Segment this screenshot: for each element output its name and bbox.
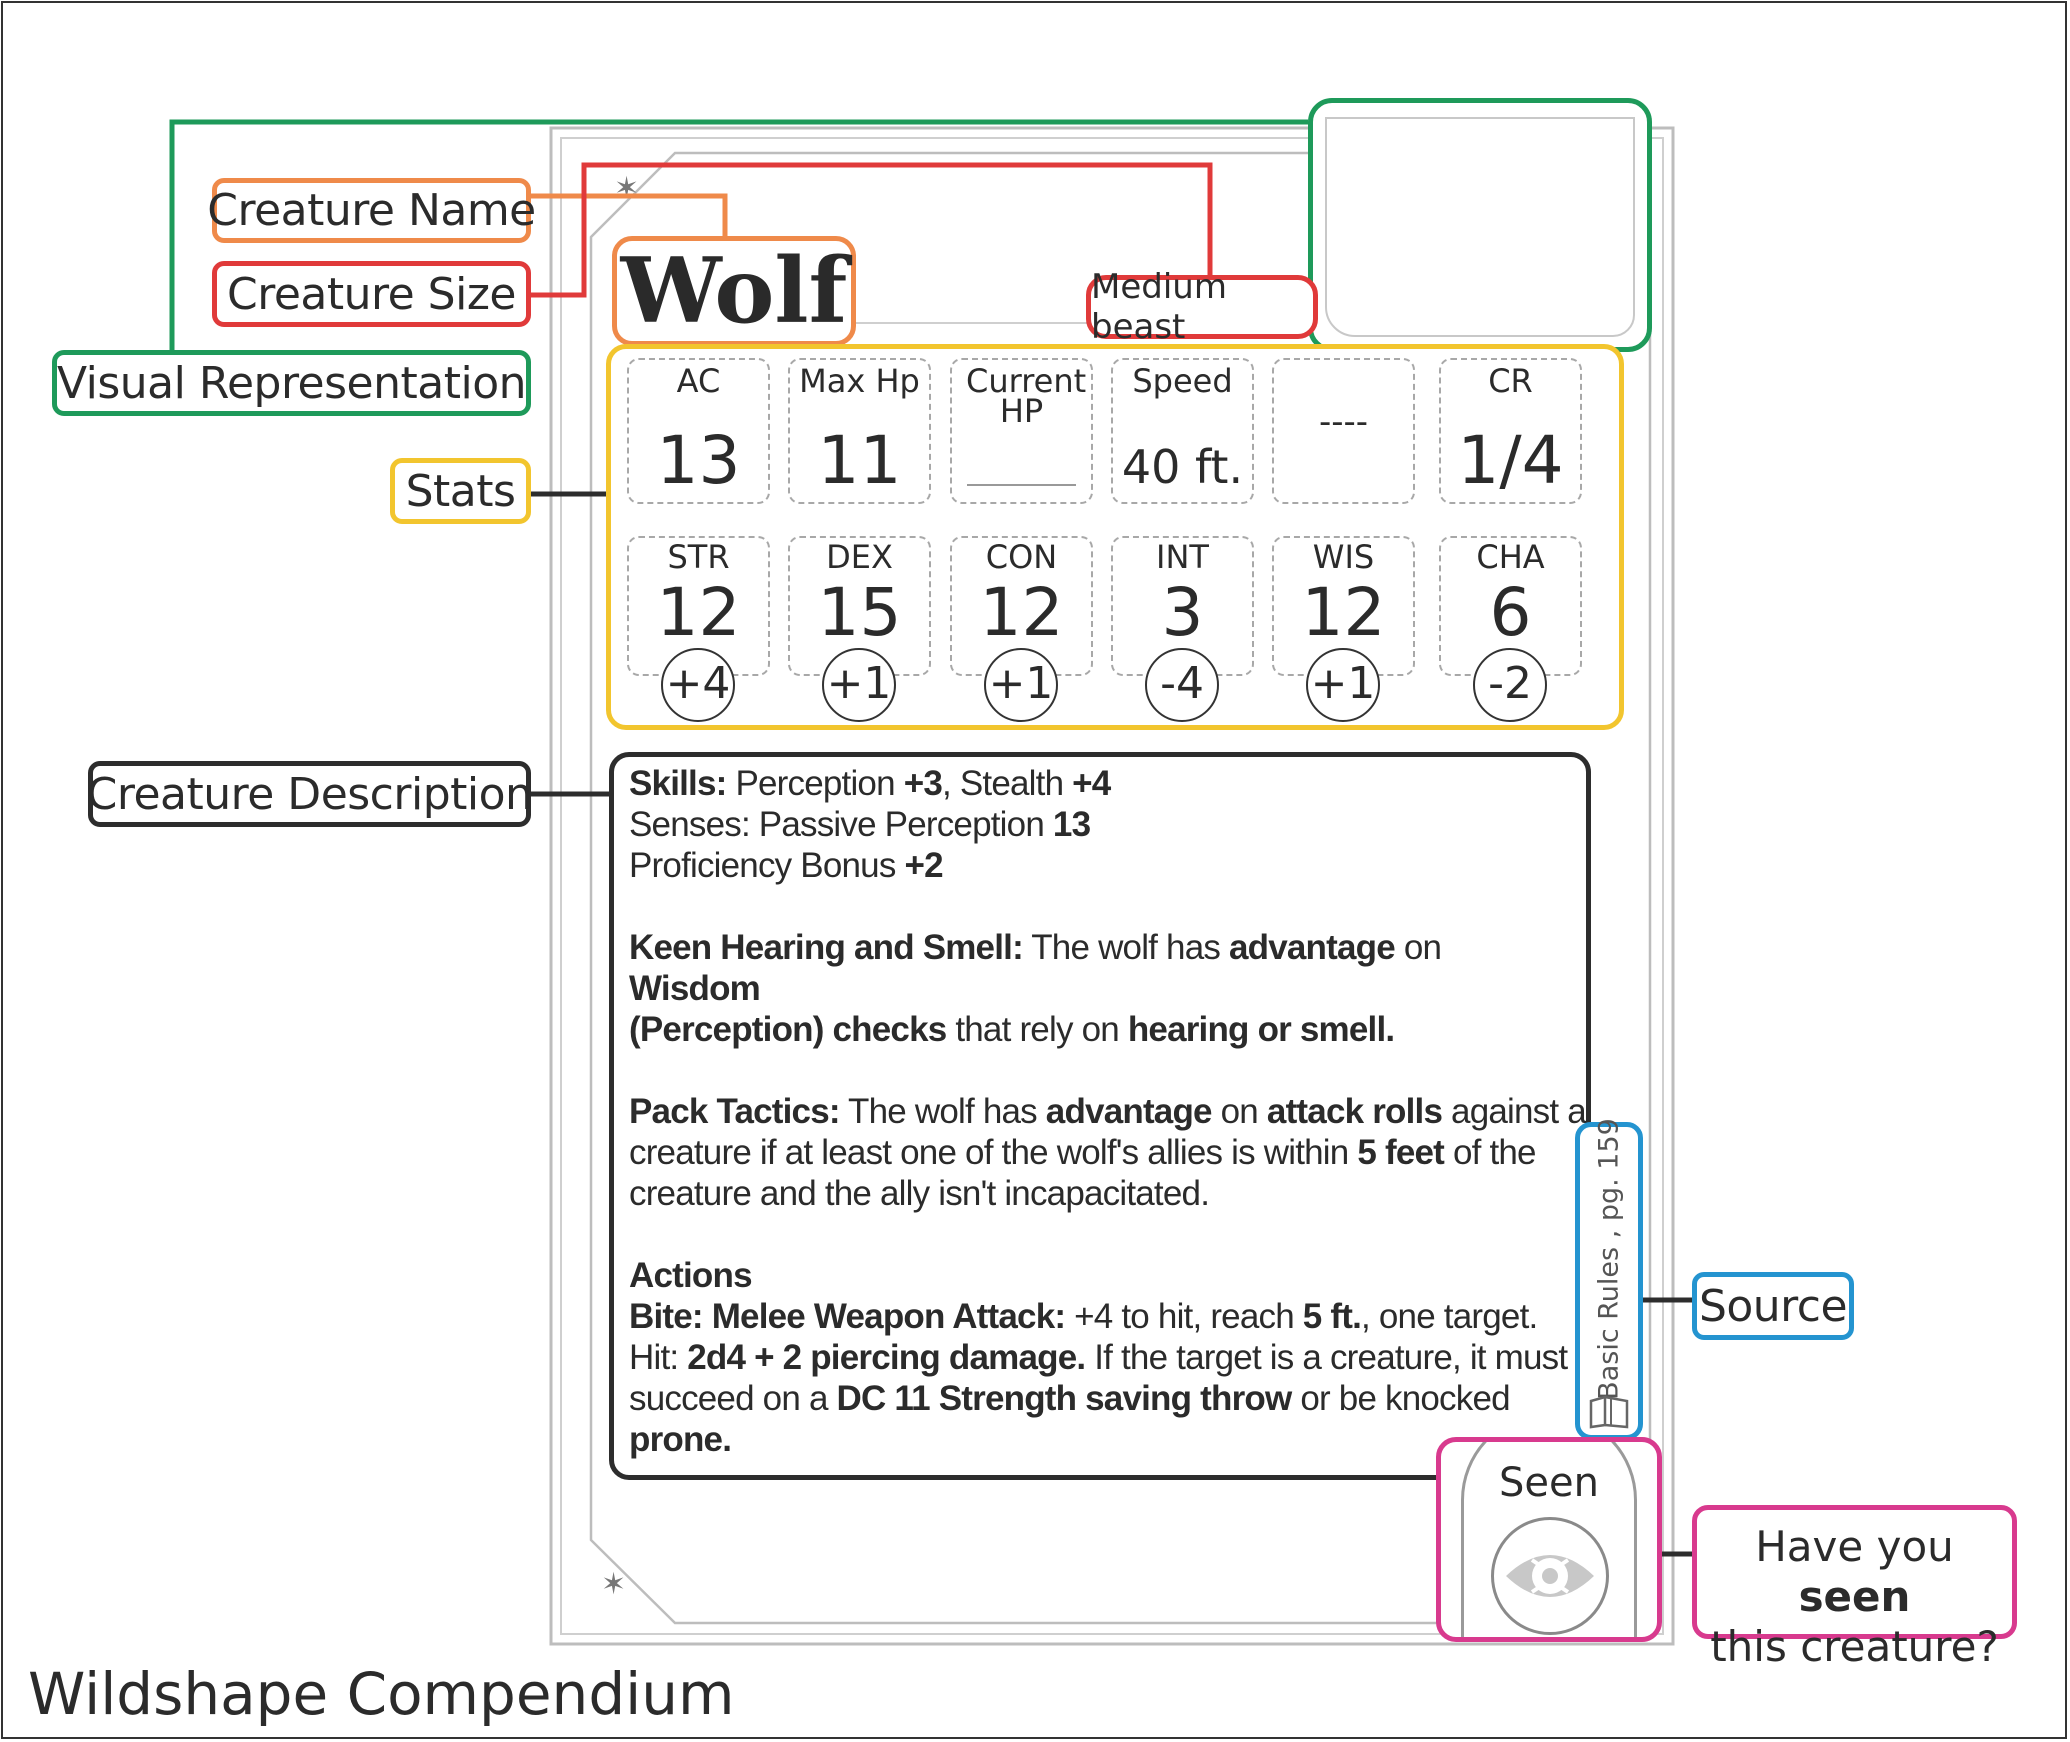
ability-label: WIS bbox=[1312, 538, 1375, 576]
stat-label: Max Hp bbox=[799, 362, 920, 400]
seen-toggle-frame[interactable] bbox=[1461, 1442, 1637, 1637]
ability-modifier: -2 bbox=[1473, 648, 1547, 722]
trait-pack-tactics: Pack Tactics: The wolf has advantage on … bbox=[629, 1092, 1586, 1213]
current-hp-input-line[interactable] bbox=[967, 484, 1076, 486]
ability-label: STR bbox=[667, 538, 730, 576]
stat-label: Current HP bbox=[966, 362, 1087, 430]
ability-wis: WIS 12 bbox=[1272, 536, 1415, 676]
stat-label: CR bbox=[1488, 362, 1533, 400]
visual-representation-box bbox=[1308, 98, 1652, 352]
callout-creature-size: Creature Size bbox=[212, 261, 531, 327]
senses-line: Senses: Passive Perception 13 bbox=[629, 805, 1091, 844]
ability-score: 6 bbox=[1489, 574, 1532, 651]
star-corner-icon: ✶ bbox=[614, 171, 639, 206]
creature-name-box: Wolf bbox=[612, 236, 856, 346]
ability-label: CHA bbox=[1476, 538, 1545, 576]
callout-creature-name: Creature Name bbox=[207, 178, 536, 243]
stat-label: AC bbox=[676, 362, 721, 400]
creature-size: Medium beast bbox=[1091, 267, 1227, 347]
ability-score: 12 bbox=[1301, 574, 1386, 651]
ability-modifier: +4 bbox=[661, 648, 735, 722]
ability-label: DEX bbox=[826, 538, 893, 576]
stat-value: 40 ft. bbox=[1121, 440, 1244, 494]
callout-creature-description: Creature Description bbox=[87, 761, 533, 827]
actions-heading: Actions bbox=[629, 1256, 753, 1295]
callout-visual-representation: Visual Representation bbox=[52, 350, 531, 416]
image-placeholder bbox=[1325, 117, 1635, 337]
source-box: Basic Rules , pg. 159 bbox=[1575, 1118, 1643, 1440]
book-icon bbox=[1589, 1395, 1629, 1429]
star-corner-icon: ✶ bbox=[601, 1567, 626, 1602]
creature-name: Wolf bbox=[620, 238, 848, 344]
ability-modifier: -4 bbox=[1145, 648, 1219, 722]
stat-value: 1/4 bbox=[1457, 422, 1564, 499]
callout-source: Source bbox=[1692, 1272, 1854, 1340]
source-text: Basic Rules , pg. 159 bbox=[1593, 1118, 1625, 1400]
skills-line: Skills: Perception +3, Stealth +4 bbox=[629, 764, 1111, 803]
ability-modifier: +1 bbox=[984, 648, 1058, 722]
stat-blank: ---- bbox=[1272, 358, 1415, 504]
callout-seen-question: Have you seen this creature? bbox=[1692, 1505, 2017, 1671]
trait-keen-hearing: Keen Hearing and Smell: The wolf has adv… bbox=[629, 928, 1442, 1049]
proficiency-line: Proficiency Bonus +2 bbox=[629, 846, 944, 885]
ability-label: CON bbox=[985, 538, 1058, 576]
creature-description: Skills: Perception +3, Stealth +4 Senses… bbox=[609, 752, 1591, 1480]
compendium-title: Wildshape Compendium bbox=[28, 1660, 735, 1728]
stat-value: ---- bbox=[1318, 402, 1369, 442]
callout-stats: Stats bbox=[390, 458, 531, 524]
eye-icon bbox=[1506, 1555, 1594, 1597]
seen-box: Seen bbox=[1436, 1437, 1662, 1642]
ability-score: 12 bbox=[979, 574, 1064, 651]
ability-score: 12 bbox=[656, 574, 741, 651]
stat-max-hp: Max Hp 11 bbox=[788, 358, 931, 504]
action-bite: Bite: Melee Weapon Attack: +4 to hit, re… bbox=[629, 1297, 1568, 1459]
seen-toggle[interactable] bbox=[1491, 1517, 1609, 1635]
ability-modifier: +1 bbox=[822, 648, 896, 722]
stat-label: Speed bbox=[1132, 362, 1233, 400]
ability-modifier: +1 bbox=[1306, 648, 1380, 722]
seen-question-line1: Have you seen bbox=[1755, 1522, 1954, 1621]
stat-value: 13 bbox=[656, 422, 741, 499]
ability-score: 15 bbox=[817, 574, 902, 651]
seen-question-line2: this creature? bbox=[1710, 1622, 1999, 1671]
stat-speed: Speed 40 ft. bbox=[1111, 358, 1254, 504]
stat-current-hp[interactable]: Current HP bbox=[950, 358, 1093, 504]
stat-ac: AC 13 bbox=[627, 358, 770, 504]
seen-label: Seen bbox=[1499, 1460, 1599, 1506]
stat-cr: CR 1/4 bbox=[1439, 358, 1582, 504]
stat-value: 11 bbox=[817, 422, 902, 499]
ability-label: INT bbox=[1156, 538, 1209, 576]
creature-size-box: Medium beast bbox=[1086, 267, 1318, 347]
ability-score: 3 bbox=[1161, 574, 1204, 651]
